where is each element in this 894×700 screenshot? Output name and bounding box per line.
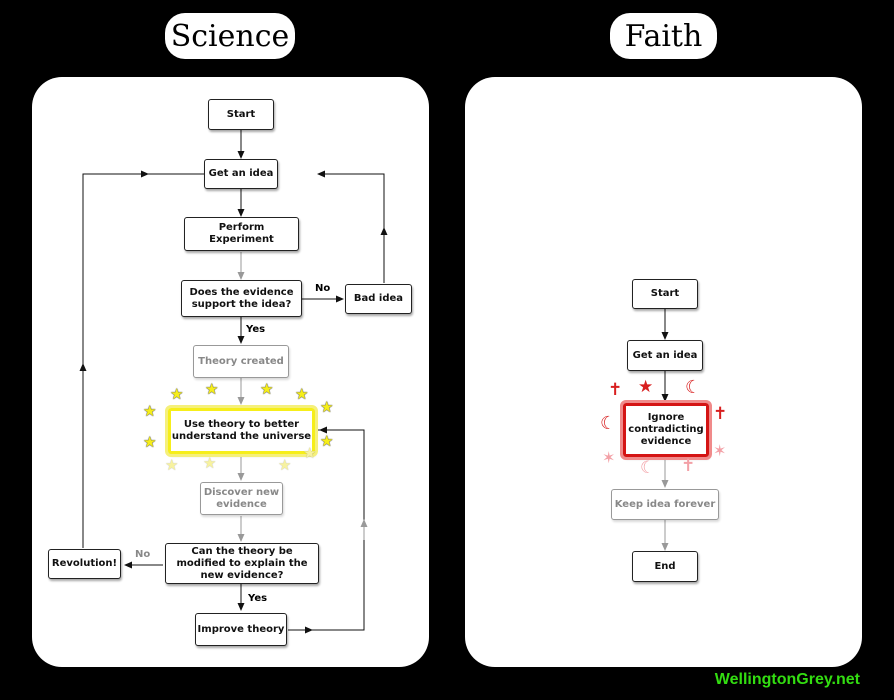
science-get-idea-node: Get an idea bbox=[204, 159, 278, 189]
star-icon: ★ bbox=[320, 432, 334, 450]
revolution-node: Revolution! bbox=[48, 549, 121, 579]
star-icon: ★ bbox=[143, 402, 157, 420]
use-theory-node: Use theory to better understand the univ… bbox=[165, 405, 318, 457]
cross-icon: ✝ bbox=[681, 456, 696, 476]
hexagram-icon: ✶ bbox=[602, 448, 616, 467]
star-icon: ★ bbox=[165, 456, 179, 474]
crescent-icon: ☾ bbox=[685, 377, 702, 398]
yes-label-2: Yes bbox=[248, 593, 268, 604]
yes-label: Yes bbox=[246, 324, 266, 335]
star-icon: ★ bbox=[143, 433, 157, 451]
ignore-evidence-node: Ignore contradicting evidence bbox=[620, 400, 712, 460]
star-icon: ★ bbox=[320, 398, 334, 416]
star-icon: ★ bbox=[170, 385, 184, 403]
discover-evidence-node: Discover new evidence bbox=[200, 482, 283, 515]
star-icon: ★ bbox=[205, 380, 219, 398]
cross-icon: ✝ bbox=[713, 404, 728, 424]
bad-idea-node: Bad idea bbox=[345, 284, 412, 314]
evidence-decision-node: Does the evidence support the idea? bbox=[181, 280, 302, 317]
faith-get-idea-node: Get an idea bbox=[627, 340, 703, 371]
end-node: End bbox=[632, 551, 698, 582]
hexagram-icon: ✶ bbox=[713, 441, 727, 460]
crescent-icon: ☾ bbox=[600, 413, 617, 434]
cross-icon: ✝ bbox=[608, 380, 623, 400]
faith-title: Faith bbox=[610, 13, 717, 59]
modify-decision-node: Can the theory be modified to explain th… bbox=[165, 543, 319, 584]
science-start-node: Start bbox=[208, 99, 274, 130]
watermark: WellingtonGrey.net bbox=[714, 671, 860, 688]
star-icon: ★ bbox=[295, 385, 309, 403]
theory-created-node: Theory created bbox=[193, 345, 289, 378]
perform-experiment-node: Perform Experiment bbox=[184, 217, 299, 251]
no-label-2: No bbox=[135, 549, 151, 560]
star-icon: ★ bbox=[303, 444, 317, 462]
star-icon: ★ bbox=[260, 380, 274, 398]
science-title: Science bbox=[165, 13, 295, 59]
star-icon: ★ bbox=[203, 454, 217, 472]
star-icon: ★ bbox=[278, 456, 292, 474]
improve-theory-node: Improve theory bbox=[195, 613, 287, 646]
no-label: No bbox=[315, 283, 331, 294]
faith-start-node: Start bbox=[632, 279, 698, 309]
keep-idea-node: Keep idea forever bbox=[611, 489, 719, 520]
star-icon: ★ bbox=[638, 377, 654, 397]
crescent-icon: ☾ bbox=[640, 458, 656, 478]
